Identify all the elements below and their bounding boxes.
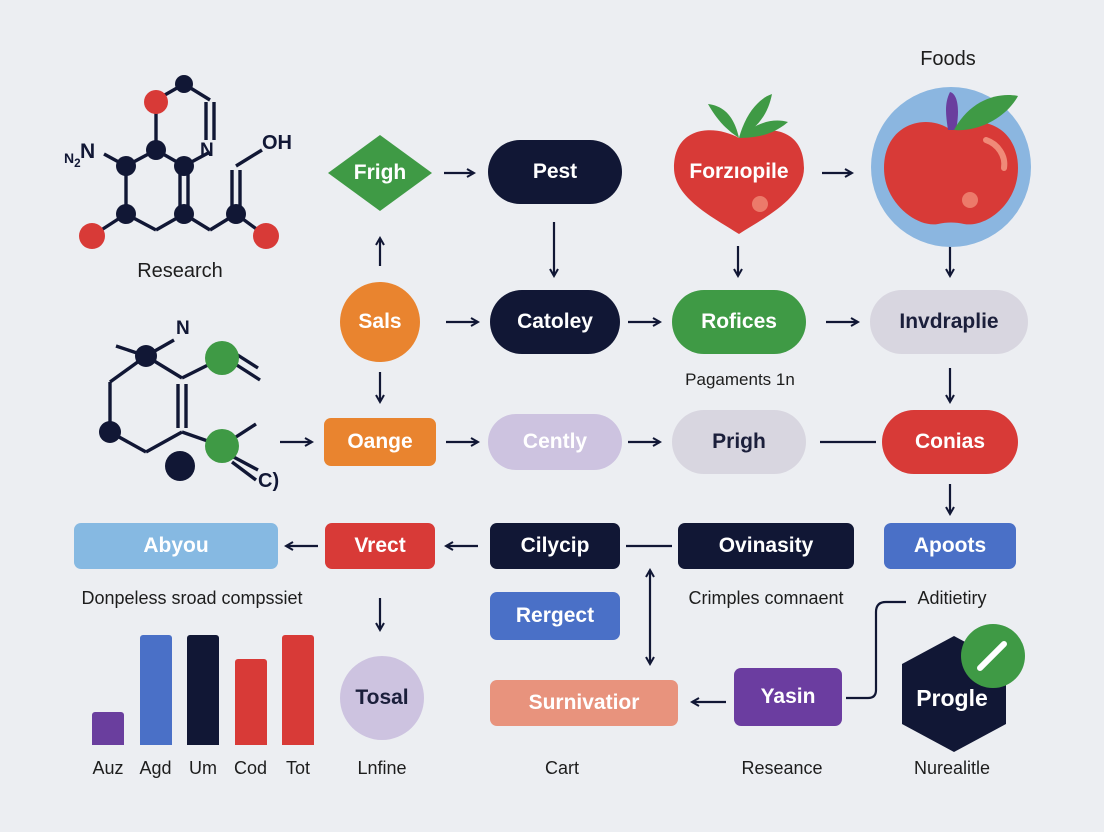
nurealitle-label: Nurealitle — [913, 758, 991, 778]
node-ovinasity[interactable]: Ovinasity — [678, 523, 854, 569]
crimples-label: Crimples comnaent — [688, 588, 844, 608]
node-orange[interactable]: Oange — [324, 418, 436, 466]
lnfine-label: Lnfine — [357, 758, 407, 778]
node-abyou[interactable]: Abyou — [74, 523, 278, 569]
node-sals[interactable]: Sals — [340, 282, 420, 362]
connector-aditietiry-yasin — [846, 600, 906, 700]
node-frigh[interactable]: Frigh — [326, 133, 434, 213]
node-pest[interactable]: Pest — [488, 140, 622, 204]
node-invdraplie[interactable]: Invdraplie — [870, 290, 1028, 354]
research-label: Research — [137, 260, 223, 282]
reseance-label: Reseance — [741, 758, 823, 778]
molecule-label-n-mid: N — [176, 318, 190, 339]
node-frigh-label: Frigh — [353, 161, 407, 184]
node-progle[interactable]: Progle — [916, 684, 988, 711]
node-rergect[interactable]: Rergect — [490, 592, 620, 640]
aditietiry-label: Aditietiry — [917, 588, 987, 608]
strawberry-icon — [674, 94, 804, 234]
node-tosal[interactable]: Tosal — [340, 656, 424, 740]
node-surnivatior[interactable]: Surnivatior — [490, 680, 678, 726]
cart-label: Cart — [544, 758, 580, 778]
molecule-label-cj: C) — [258, 470, 280, 492]
node-conias[interactable]: Conias — [882, 410, 1018, 474]
node-catoley[interactable]: Catoley — [490, 290, 620, 354]
molecule-label-n2-sub: N2 — [64, 150, 81, 170]
molecule-label-oh: OH — [262, 132, 292, 154]
node-rofices[interactable]: Rofices — [672, 290, 806, 354]
hexagon-shape — [902, 624, 1025, 752]
node-cently[interactable]: Cently — [488, 414, 622, 470]
donpeless-label: Donpeless sroad compssiet — [81, 588, 303, 608]
node-vrect[interactable]: Vrect — [325, 523, 435, 569]
molecule-label-n2: N — [80, 140, 96, 163]
molecule-icon-top — [79, 75, 279, 249]
node-yasin[interactable]: Yasin — [734, 668, 842, 726]
node-apoots[interactable]: Apoots — [884, 523, 1016, 569]
foods-label: Foods — [920, 48, 976, 70]
molecule-icon-bottom — [99, 338, 261, 482]
molecule-label-n: N — [200, 140, 214, 161]
apple-icon — [871, 87, 1031, 247]
node-prigh[interactable]: Prigh — [672, 410, 806, 474]
node-cilycip[interactable]: Cilycip — [490, 523, 620, 569]
node-forzopile[interactable]: Forzıopile — [689, 160, 789, 183]
pagaments-label: Pagaments 1n — [685, 370, 795, 389]
